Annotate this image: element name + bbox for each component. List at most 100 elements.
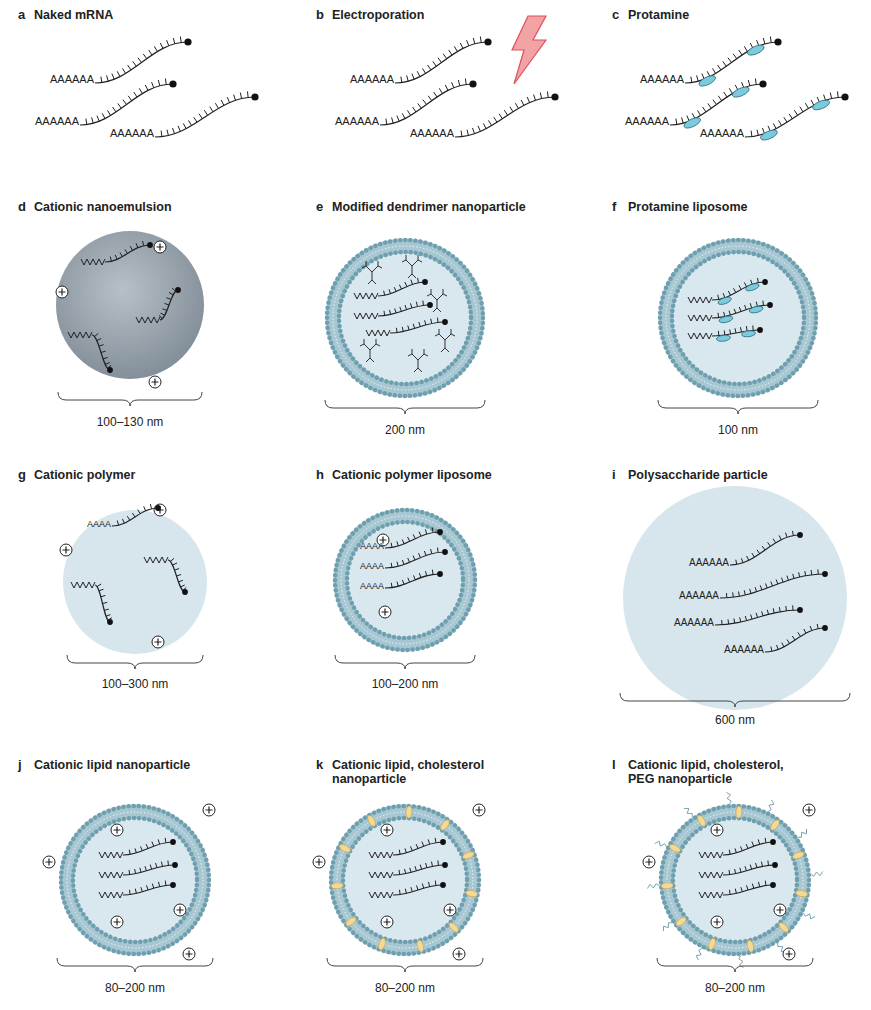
mrna-bases bbox=[391, 548, 438, 568]
polya-tail-label: AAAAAA bbox=[700, 127, 744, 140]
particle-core bbox=[333, 508, 477, 652]
mrna-bases bbox=[110, 241, 143, 261]
peg-chain bbox=[647, 884, 659, 889]
mrna-backbone bbox=[393, 865, 445, 875]
charge-circle bbox=[643, 856, 655, 868]
polya-tail-label: AAAA bbox=[87, 519, 111, 529]
mrna-bases bbox=[400, 881, 436, 895]
mrna-backbone bbox=[385, 532, 440, 548]
lipid-bilayer bbox=[337, 812, 473, 948]
polya-tail bbox=[369, 852, 393, 858]
charge-plus bbox=[155, 639, 162, 646]
mrna-cap bbox=[440, 839, 446, 845]
charge-circle bbox=[60, 544, 72, 556]
mrna-bases bbox=[399, 838, 436, 855]
panel-letter: d bbox=[18, 200, 26, 215]
cholesterol bbox=[792, 850, 805, 860]
lipid-tails bbox=[333, 246, 477, 390]
mrna-bases bbox=[736, 531, 794, 565]
nanoemulsion-droplet bbox=[56, 231, 204, 379]
polya-tail bbox=[99, 892, 123, 898]
cholesterol bbox=[674, 915, 687, 927]
lipid-bilayer bbox=[666, 246, 810, 390]
peg-chain bbox=[684, 808, 692, 817]
mrna-bases bbox=[129, 861, 168, 875]
mrna-backbone bbox=[390, 322, 445, 333]
polya-tail-label: AAAA bbox=[360, 581, 384, 591]
polya-tail bbox=[354, 293, 378, 299]
mrna-backbone bbox=[712, 282, 765, 300]
lipid-tails bbox=[337, 812, 473, 948]
cholesterol bbox=[668, 843, 681, 854]
charge-circle bbox=[711, 916, 723, 928]
mrna-cap bbox=[427, 302, 433, 308]
charge-circle bbox=[56, 286, 68, 298]
polya-tail-label: AAAAAA bbox=[335, 115, 379, 128]
protamine bbox=[811, 98, 831, 112]
peg-chain bbox=[727, 792, 732, 804]
polya-tail-label: AAAAAA bbox=[625, 115, 669, 128]
panel-title: Modified dendrimer nanoparticle bbox=[332, 200, 526, 214]
mrna-bases bbox=[384, 301, 423, 316]
mrna-cap bbox=[437, 529, 443, 535]
mrna-cap bbox=[184, 38, 191, 45]
mrna-backbone bbox=[123, 865, 175, 875]
mrna-bases bbox=[676, 79, 756, 125]
charge-plus bbox=[786, 951, 793, 958]
peg-chain bbox=[811, 872, 823, 877]
panel-letter: b bbox=[316, 8, 324, 23]
lipid-heads bbox=[327, 240, 483, 396]
mrna-bases bbox=[130, 881, 166, 895]
charge-circle bbox=[203, 804, 215, 816]
mrna-bases bbox=[730, 881, 766, 895]
charge-plus bbox=[316, 859, 323, 866]
panel-title: Polysaccharide particle bbox=[628, 468, 768, 482]
mrna-cap bbox=[822, 625, 828, 631]
mrna-cap bbox=[767, 302, 773, 308]
charge-circle bbox=[444, 904, 456, 916]
mrna-bases bbox=[95, 334, 112, 369]
mrna-bases bbox=[384, 278, 419, 296]
size-bracket bbox=[335, 655, 475, 669]
charge-circle bbox=[711, 824, 723, 836]
protamine bbox=[746, 43, 766, 57]
polymer-particle bbox=[63, 510, 207, 654]
polya-tail-label: AAAAAA bbox=[640, 73, 684, 86]
lipid-tails bbox=[666, 246, 810, 390]
size-bracket bbox=[57, 958, 213, 972]
charge-circle bbox=[152, 636, 164, 648]
dendrimer bbox=[362, 261, 382, 284]
mrna-cap bbox=[440, 882, 446, 888]
charge-circle bbox=[43, 856, 55, 868]
lipid-heads bbox=[61, 806, 209, 954]
mrna-bases bbox=[161, 91, 248, 136]
mrna-cap bbox=[251, 93, 258, 100]
cholesterol bbox=[465, 889, 478, 897]
panel-letter: k bbox=[316, 758, 323, 773]
mrna-bases bbox=[391, 528, 433, 548]
charge-circle bbox=[111, 916, 123, 928]
lipid-tails bbox=[341, 516, 469, 644]
polya-tail bbox=[136, 317, 160, 323]
charge-plus bbox=[63, 547, 70, 554]
mrna-cap bbox=[770, 882, 776, 888]
mrna-bases bbox=[397, 318, 439, 333]
mrna-bases bbox=[391, 570, 433, 588]
cholesterol bbox=[707, 937, 717, 950]
polya-tail-label: AAAAAA bbox=[689, 557, 729, 569]
lipid-bilayer bbox=[333, 246, 477, 390]
protamine bbox=[718, 315, 733, 324]
particle-core bbox=[59, 804, 211, 956]
lipid-tails bbox=[67, 812, 203, 948]
mrna-bases bbox=[101, 37, 181, 83]
size-label: 80–200 nm bbox=[105, 982, 165, 996]
polya-tail-label: AAAAAA bbox=[50, 73, 94, 86]
cholesterol bbox=[447, 921, 460, 934]
cholesterol bbox=[338, 843, 351, 854]
mrna-bases bbox=[722, 605, 793, 624]
charge-circle bbox=[149, 376, 161, 388]
size-label: 600 nm bbox=[715, 714, 755, 728]
cholesterol bbox=[746, 940, 755, 953]
panel-title: Cationic lipid nanoparticle bbox=[34, 758, 190, 772]
charge-plus bbox=[177, 907, 184, 914]
